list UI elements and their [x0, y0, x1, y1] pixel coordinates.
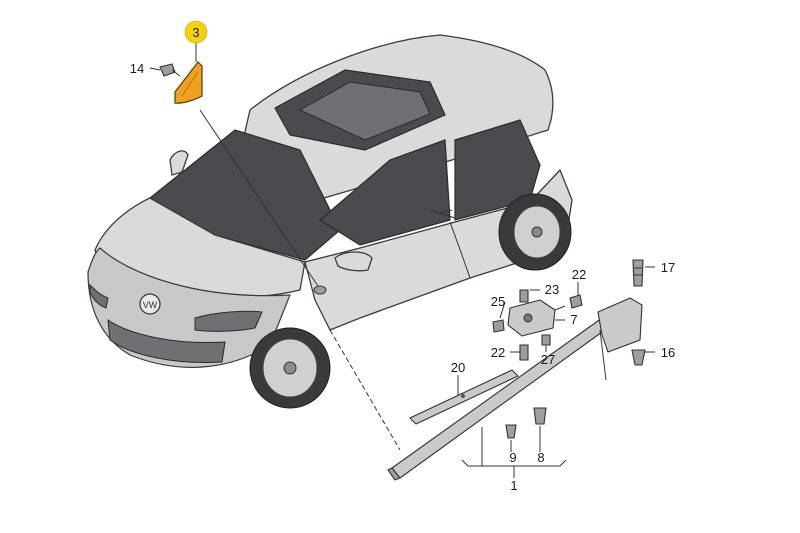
side-reflector[interactable] [174, 61, 203, 104]
clip-8[interactable] [533, 407, 547, 425]
callout-14[interactable]: 14 [130, 61, 144, 76]
vw-badge-icon [139, 293, 161, 315]
callout-7[interactable]: 7 [570, 312, 577, 327]
car-illustration: VW [87, 34, 573, 409]
screw-17[interactable] [632, 259, 644, 287]
screw-14[interactable] [159, 63, 181, 77]
callout-1[interactable]: 1 [510, 478, 517, 493]
clip-9[interactable] [505, 424, 517, 439]
callout-16[interactable]: 16 [661, 345, 675, 360]
clip-27[interactable] [541, 334, 551, 346]
leader-sill [329, 329, 401, 451]
leader-reflector [199, 109, 319, 287]
screw-22-bottom[interactable] [519, 344, 529, 361]
callout-3-highlight [184, 20, 208, 44]
screw-22-top[interactable] [554, 294, 583, 311]
indicator-mount-point [313, 285, 327, 295]
callout-22-bottom[interactable]: 22 [491, 345, 505, 360]
badge-text: VW [143, 300, 158, 310]
bracket-7[interactable] [507, 299, 556, 337]
callout-27[interactable]: 27 [541, 352, 555, 367]
callout-20[interactable]: 20 [451, 360, 465, 375]
callout-23[interactable]: 23 [545, 282, 559, 297]
sill-panel-1[interactable] [387, 297, 643, 481]
trim-strip-20[interactable] [409, 369, 519, 425]
callout-17[interactable]: 17 [661, 260, 675, 275]
clip-16[interactable] [631, 349, 646, 366]
callout-8[interactable]: 8 [537, 450, 544, 465]
callout-9[interactable]: 9 [509, 450, 516, 465]
callout-3[interactable]: 3 [192, 25, 199, 40]
callout-25[interactable]: 25 [491, 294, 505, 309]
clip-25[interactable] [492, 319, 505, 333]
clip-23[interactable] [519, 289, 529, 303]
callout-22-top[interactable]: 22 [572, 267, 586, 282]
